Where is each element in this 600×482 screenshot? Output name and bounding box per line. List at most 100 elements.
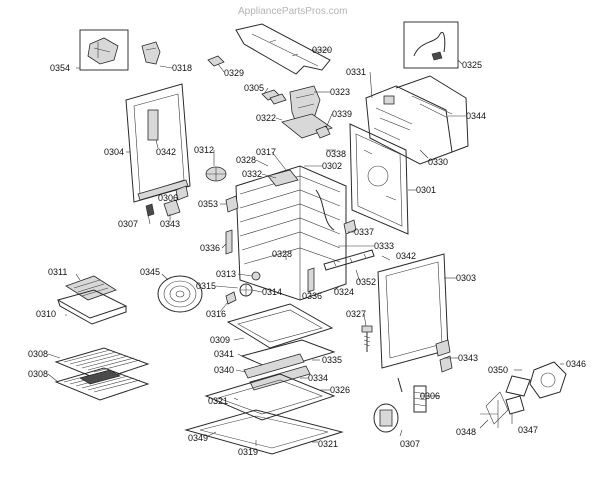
callout-labels: 0320 0354 0318 0329 0325 0331 0305 0323 … — [28, 45, 586, 457]
callout-0326[interactable]: 0326 — [330, 385, 350, 395]
leader-lines — [47, 49, 564, 446]
part-0336-rail-left — [225, 229, 233, 255]
callout-0353[interactable]: 0353 — [198, 199, 218, 209]
callout-0342-upper[interactable]: 0342 — [156, 147, 176, 157]
callout-0352[interactable]: 0352 — [356, 277, 376, 287]
callout-0301[interactable]: 0301 — [416, 185, 436, 195]
callout-0329[interactable]: 0329 — [224, 68, 244, 78]
part-0344-rear-cover — [395, 75, 469, 153]
part-0312-convection-fan — [205, 166, 227, 182]
callout-0338[interactable]: 0338 — [326, 149, 346, 159]
callout-0321-upper[interactable]: 0321 — [208, 396, 228, 406]
part-0313-fan-motor-nut — [251, 271, 261, 281]
callout-0343-upper[interactable]: 0343 — [160, 219, 180, 229]
callout-0328-lower[interactable]: 0328 — [272, 249, 292, 259]
callout-0321-lower[interactable]: 0321 — [318, 439, 338, 449]
part-0310-drip-pan — [56, 289, 128, 325]
callout-0337[interactable]: 0337 — [354, 227, 374, 237]
callout-0316[interactable]: 0316 — [206, 309, 226, 319]
callout-0343-lower[interactable]: 0343 — [458, 353, 478, 363]
part-0343-hinge-receiver — [163, 199, 181, 217]
callout-0330[interactable]: 0330 — [428, 157, 448, 167]
callout-0313[interactable]: 0313 — [216, 269, 236, 279]
callout-0310[interactable]: 0310 — [36, 309, 56, 319]
part-0304-door-frame — [125, 83, 191, 203]
callout-0332[interactable]: 0332 — [242, 169, 262, 179]
callout-0306-lower[interactable]: 0306 — [420, 391, 440, 401]
part-0309-bottom-tray — [226, 303, 334, 349]
callout-0309[interactable]: 0309 — [210, 335, 230, 345]
part-0320-top-bracket — [235, 23, 331, 75]
part-0354-boxed-component — [79, 29, 129, 71]
callout-0302[interactable]: 0302 — [322, 161, 342, 171]
watermark: AppliancePartsPros.com — [238, 6, 348, 17]
callout-0334[interactable]: 0334 — [308, 373, 328, 383]
part-0325-wire-harness — [403, 21, 459, 69]
part-0308-oven-rack-upper — [54, 347, 150, 381]
callout-0350[interactable]: 0350 — [488, 365, 508, 375]
callout-0340[interactable]: 0340 — [214, 365, 234, 375]
callout-0318[interactable]: 0318 — [172, 63, 192, 73]
part-0336-rail-right — [307, 267, 315, 293]
callout-0349[interactable]: 0349 — [188, 433, 208, 443]
callout-0315[interactable]: 0315 — [196, 281, 216, 291]
callout-0314[interactable]: 0314 — [262, 287, 282, 297]
callout-0341[interactable]: 0341 — [214, 349, 234, 359]
callout-0336-right[interactable]: 0336 — [302, 291, 322, 301]
part-0303-door-panel — [377, 253, 451, 369]
callout-0324[interactable]: 0324 — [334, 287, 354, 297]
callout-0323[interactable]: 0323 — [330, 87, 350, 97]
callout-0308-lower[interactable]: 0308 — [28, 369, 48, 379]
part-0350-motor-bracket — [505, 375, 531, 397]
callout-0336-left[interactable]: 0336 — [200, 243, 220, 253]
part-0337-clip — [343, 219, 357, 235]
part-0343-hinge-right — [439, 355, 453, 373]
part-0346-fan-motor — [529, 361, 567, 399]
callout-0327[interactable]: 0327 — [346, 309, 366, 319]
callout-0317[interactable]: 0317 — [256, 147, 276, 157]
part-0349-drawer-front — [184, 409, 344, 455]
part-0329-clip — [207, 55, 225, 67]
callout-0347[interactable]: 0347 — [518, 425, 538, 435]
callout-0345[interactable]: 0345 — [140, 267, 160, 277]
part-0316-washer — [225, 291, 237, 305]
callout-0328-upper[interactable]: 0328 — [236, 155, 256, 165]
callout-0342-lower[interactable]: 0342 — [396, 251, 416, 261]
callout-0322[interactable]: 0322 — [256, 113, 276, 123]
part-0339-sensor — [315, 125, 331, 139]
callout-0344[interactable]: 0344 — [466, 111, 486, 121]
callout-0339[interactable]: 0339 — [332, 109, 352, 119]
callout-0308-upper[interactable]: 0308 — [28, 349, 48, 359]
part-0318-bracket — [141, 41, 161, 65]
part-0306-hinge-spring — [413, 385, 427, 413]
part-0327-bolt — [361, 325, 373, 352]
callout-0346[interactable]: 0346 — [566, 359, 586, 369]
callout-0320[interactable]: 0320 — [312, 45, 332, 55]
part-0324-slide-rail — [323, 249, 375, 271]
callout-0311[interactable]: 0311 — [48, 267, 67, 277]
callout-0307-lower[interactable]: 0307 — [400, 439, 420, 449]
callout-0331[interactable]: 0331 — [346, 67, 366, 77]
part-0301-cabinet-side — [349, 123, 409, 235]
callout-0335[interactable]: 0335 — [322, 355, 342, 365]
callout-0333[interactable]: 0333 — [374, 241, 394, 251]
callout-0306-upper[interactable]: 0306 — [158, 193, 178, 203]
part-0331-back-panel — [365, 85, 453, 165]
callout-0303[interactable]: 0303 — [456, 273, 476, 283]
callout-0312[interactable]: 0312 — [194, 145, 214, 155]
callout-0305[interactable]: 0305 — [244, 83, 264, 93]
part-0314-fan-blade — [239, 283, 253, 297]
callout-0307-upper[interactable]: 0307 — [118, 219, 138, 229]
callout-0348[interactable]: 0348 — [456, 427, 476, 437]
part-0353-bracket — [225, 195, 239, 213]
callout-0354[interactable]: 0354 — [50, 63, 70, 73]
part-0326-drawer-body — [204, 373, 336, 421]
callout-0325[interactable]: 0325 — [462, 60, 482, 70]
callout-0304[interactable]: 0304 — [104, 147, 124, 157]
part-oven-cavity — [235, 165, 347, 301]
part-0308-oven-rack-lower — [54, 367, 150, 401]
part-0347-fan-housing — [505, 395, 525, 415]
callout-0319[interactable]: 0319 — [238, 447, 258, 457]
part-0311-vent-grille — [65, 275, 117, 301]
